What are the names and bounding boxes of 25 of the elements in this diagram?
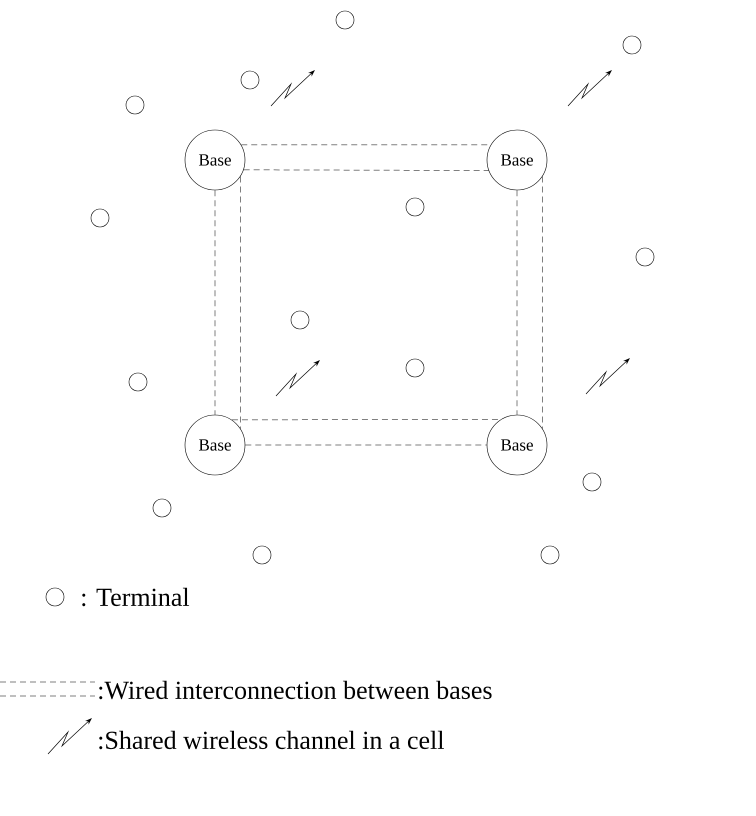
terminal-circle <box>240 70 260 90</box>
wired-link <box>240 176 241 429</box>
terminal-circle <box>582 472 602 492</box>
terminal-circle <box>152 498 172 518</box>
wired-link <box>516 190 518 415</box>
wired-link <box>243 170 489 171</box>
terminal-circle <box>406 358 424 378</box>
terminal-circle <box>46 588 64 606</box>
wired-link <box>245 444 487 446</box>
legend-text: :Wired interconnection between bases <box>99 680 492 700</box>
terminal-circle <box>290 310 310 330</box>
terminal-circle <box>540 546 560 564</box>
terminal-circle <box>622 36 642 54</box>
terminal-circle <box>126 96 144 114</box>
wired-link <box>241 144 492 146</box>
legend-text: :Shared wireless channel in a cell <box>99 730 444 750</box>
terminal-circle <box>252 546 272 564</box>
terminal-circle <box>336 10 354 30</box>
wired-link <box>214 190 216 415</box>
wired-link <box>542 176 543 429</box>
terminal-circle <box>406 198 424 216</box>
legend-text: : Terminal <box>82 588 190 606</box>
terminal-circle <box>636 248 654 266</box>
terminal-circle <box>128 372 148 392</box>
terminal-circle <box>90 208 110 228</box>
